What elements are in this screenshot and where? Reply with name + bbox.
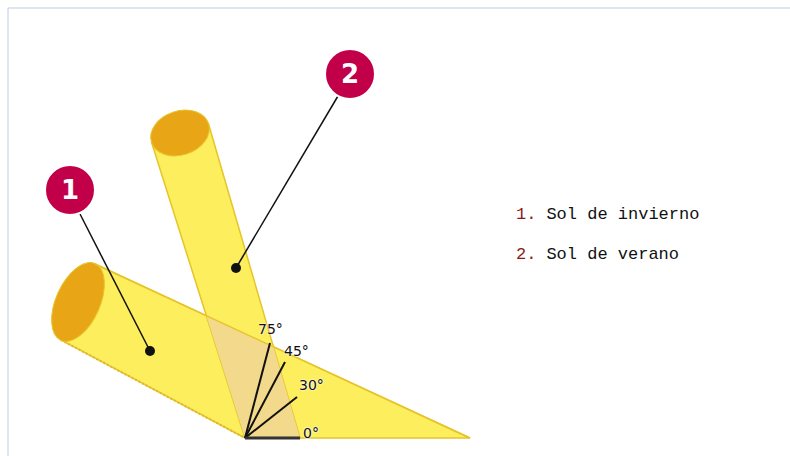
callout-circle xyxy=(45,165,95,215)
leader-dot xyxy=(231,263,241,273)
ground-line xyxy=(245,437,300,440)
beam-overlap xyxy=(152,124,300,439)
beam-edge xyxy=(61,340,245,438)
legend-line: 1. Sol de invierno xyxy=(516,205,699,225)
leader-line xyxy=(236,96,338,268)
angle-line xyxy=(245,362,285,438)
angle-label: 30° xyxy=(299,378,324,392)
beam-edge xyxy=(95,264,470,438)
angle-label: 75° xyxy=(258,322,283,336)
angle-label: 45° xyxy=(284,344,309,358)
legend-line: 2. Sol de verano xyxy=(516,245,679,265)
angle-line xyxy=(245,343,270,438)
callout-number: 2 xyxy=(341,61,359,87)
legend-text: Sol de verano xyxy=(546,245,679,265)
legend-text: Sol de invierno xyxy=(546,205,699,225)
leader-dot xyxy=(145,346,155,356)
frame-line xyxy=(8,8,790,9)
summer-beam-cap xyxy=(145,103,216,164)
legend-number: 2. xyxy=(516,245,536,265)
summer-beam xyxy=(152,124,300,439)
callout-circle xyxy=(325,49,375,99)
legend-number: 1. xyxy=(516,205,536,225)
callout-number: 1 xyxy=(61,177,79,203)
leader-line xyxy=(80,214,150,351)
frame-line xyxy=(8,8,9,456)
angle-label: 0° xyxy=(303,426,319,440)
angle-line xyxy=(245,397,297,438)
